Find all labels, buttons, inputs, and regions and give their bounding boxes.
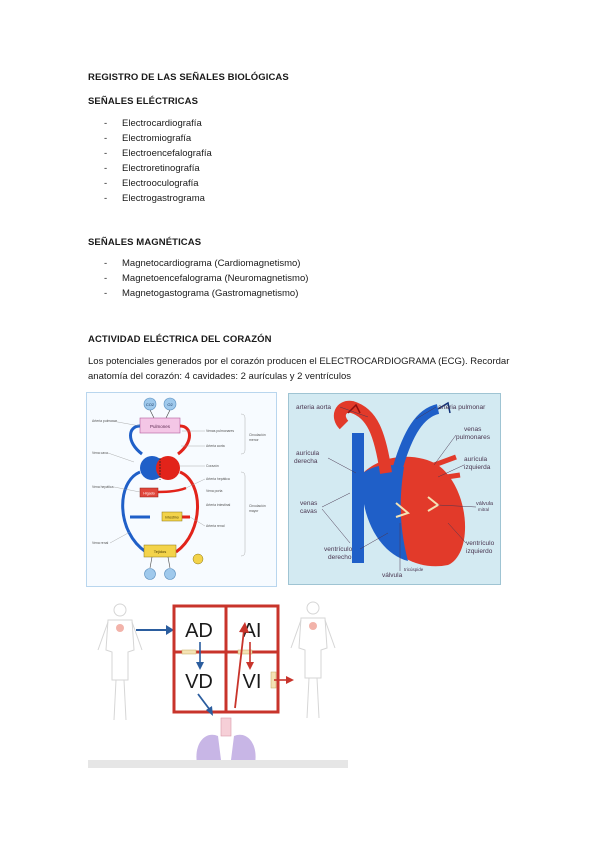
svg-text:mitral: mitral: [478, 507, 489, 512]
svg-text:Arteria pulmonar: Arteria pulmonar: [92, 419, 118, 423]
electric-signals-list: Electrocardiografía Electromiografía Ele…: [104, 116, 212, 206]
svg-text:Circulación: Circulación: [249, 433, 266, 437]
electric-signals-heading: SEÑALES ELÉCTRICAS: [88, 96, 199, 107]
heart-chambers-diagram: AD AI VD VI: [88, 600, 348, 768]
magnetic-signals-list: Magnetocardiograma (Cardiomagnetismo) Ma…: [104, 256, 308, 301]
svg-text:aurícula: aurícula: [464, 456, 488, 463]
svg-text:válvula: válvula: [382, 572, 403, 579]
svg-text:cavas: cavas: [300, 508, 318, 515]
svg-text:mayor: mayor: [249, 509, 259, 513]
svg-text:Arteria renal: Arteria renal: [206, 524, 225, 528]
svg-text:menor: menor: [249, 438, 259, 442]
chamber-label-vi: VI: [243, 671, 262, 693]
list-item: Magnetocardiograma (Cardiomagnetismo): [104, 256, 308, 271]
list-item: Electrocardiografía: [104, 116, 212, 131]
svg-text:Tejidos: Tejidos: [154, 549, 166, 554]
svg-text:Arteria hepática: Arteria hepática: [206, 477, 230, 481]
heart-chambers-svg: AD AI VD VI: [88, 600, 348, 768]
svg-text:izquierda: izquierda: [464, 464, 491, 471]
list-item: Electromiografía: [104, 131, 212, 146]
svg-text:CO2: CO2: [146, 402, 155, 407]
heart-anatomy-diagram: arteria aorta arteria pulmonar venas pul…: [288, 393, 501, 585]
chamber-label-ad: AD: [185, 620, 213, 642]
heart-activity-heading: ACTIVIDAD ELÉCTRICA DEL CORAZÓN: [88, 334, 272, 345]
svg-text:Hígado: Hígado: [143, 492, 155, 496]
list-item: Electrooculografía: [104, 176, 212, 191]
svg-text:Pulmones: Pulmones: [150, 424, 171, 429]
svg-text:arteria pulmonar: arteria pulmonar: [438, 404, 486, 411]
heart-anatomy-svg: arteria aorta arteria pulmonar venas pul…: [288, 393, 501, 585]
svg-text:Corazón: Corazón: [206, 464, 219, 468]
chamber-label-vd: VD: [185, 671, 213, 693]
svg-text:Circulación: Circulación: [249, 504, 266, 508]
circulation-diagram: CO2 O2 Pulmones Hígado Intestino Tejidos: [86, 392, 277, 587]
circulation-diagram-svg: CO2 O2 Pulmones Hígado Intestino Tejidos: [86, 392, 277, 587]
list-item: Electroencefalografía: [104, 146, 212, 161]
svg-text:Vena hepática: Vena hepática: [92, 485, 114, 489]
svg-text:ventrículo: ventrículo: [324, 546, 353, 553]
svg-text:O2: O2: [167, 402, 173, 407]
svg-text:pulmonares: pulmonares: [456, 434, 491, 441]
svg-text:Vena cava: Vena cava: [92, 451, 108, 455]
list-item: Electroretinografía: [104, 161, 212, 176]
magnetic-signals-heading: SEÑALES MAGNÉTICAS: [88, 237, 202, 248]
list-item: Magnetogastograma (Gastromagnetismo): [104, 286, 308, 301]
svg-text:Vena porta: Vena porta: [206, 489, 223, 493]
list-item: Electrogastrograma: [104, 191, 212, 206]
document-title: REGISTRO DE LAS SEÑALES BIOLÓGICAS: [88, 72, 289, 83]
svg-text:Arteria aorta: Arteria aorta: [206, 444, 225, 448]
svg-text:válvula: válvula: [476, 501, 494, 507]
svg-text:izquierdo: izquierdo: [466, 548, 493, 555]
svg-text:arteria aorta: arteria aorta: [296, 404, 331, 411]
list-item: Magnetoencefalograma (Neuromagnetismo): [104, 271, 308, 286]
svg-text:derecho: derecho: [328, 554, 352, 561]
svg-text:venas: venas: [464, 426, 482, 433]
svg-text:aurícula: aurícula: [296, 450, 320, 457]
svg-text:ventrículo: ventrículo: [466, 540, 495, 547]
chamber-label-ai: AI: [243, 620, 262, 642]
svg-text:venas: venas: [300, 500, 318, 507]
heart-activity-paragraph: Los potenciales generados por el corazón…: [88, 356, 510, 382]
svg-text:Venas pulmonares: Venas pulmonares: [206, 429, 234, 433]
svg-text:Arteria intestinal: Arteria intestinal: [206, 503, 231, 507]
svg-text:tricúspide: tricúspide: [404, 567, 424, 572]
svg-text:derecha: derecha: [294, 458, 318, 465]
svg-text:Intestino: Intestino: [165, 516, 179, 520]
svg-text:Vena renal: Vena renal: [92, 541, 108, 545]
